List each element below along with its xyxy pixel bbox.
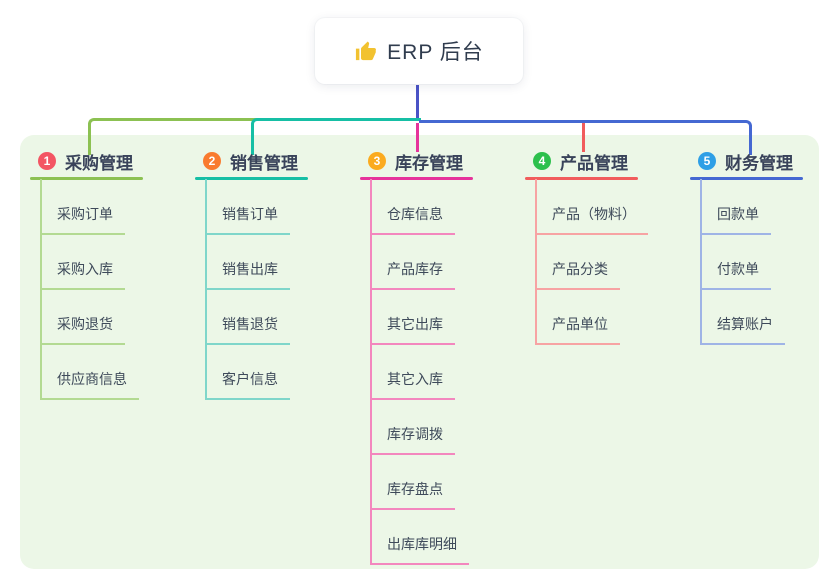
child-node: 采购订单	[40, 204, 125, 235]
branch-title: 产品管理	[560, 153, 628, 173]
child-node: 供应商信息	[40, 369, 139, 400]
child-node: 销售订单	[205, 204, 290, 235]
branch-heading: 4 产品管理	[533, 150, 628, 173]
branch-heading: 1 采购管理	[38, 150, 133, 173]
branch5-elbow-line	[419, 120, 752, 155]
branch-title: 库存管理	[395, 153, 463, 173]
branch3-drop-line	[416, 123, 419, 152]
branch-number-badge: 4	[533, 152, 551, 170]
branch-number-badge: 2	[203, 152, 221, 170]
branch-title: 销售管理	[230, 153, 298, 173]
child-node: 出库库明细	[370, 534, 469, 565]
child-node: 产品单位	[535, 314, 620, 345]
child-node: 产品库存	[370, 259, 455, 290]
root-title: ERP 后台	[387, 41, 484, 64]
branch4-drop-line	[582, 123, 585, 152]
child-node: 客户信息	[205, 369, 290, 400]
child-node: 销售退货	[205, 314, 290, 345]
branch2-elbow-line	[251, 118, 421, 155]
children-connector-line	[700, 179, 702, 344]
branches-panel	[20, 135, 819, 569]
child-node: 产品分类	[535, 259, 620, 290]
branch-underline	[30, 177, 143, 180]
branch-underline	[195, 177, 308, 180]
branch-underline	[360, 177, 473, 180]
child-node: 结算账户	[700, 314, 785, 345]
child-node: 库存盘点	[370, 479, 455, 510]
child-node: 其它入库	[370, 369, 455, 400]
root-stem-line	[416, 85, 419, 121]
child-node: 采购入库	[40, 259, 125, 290]
child-node: 付款单	[700, 259, 771, 290]
branch-heading: 3 库存管理	[368, 150, 463, 173]
root-node: ERP 后台	[315, 18, 523, 84]
branch-underline	[690, 177, 803, 180]
child-node: 产品（物料）	[535, 204, 648, 235]
branch-heading: 2 销售管理	[203, 150, 298, 173]
child-node: 销售出库	[205, 259, 290, 290]
branch-title: 采购管理	[65, 153, 133, 173]
branch-number-badge: 5	[698, 152, 716, 170]
children-connector-line	[535, 179, 537, 344]
branch-number-badge: 3	[368, 152, 386, 170]
child-node: 库存调拨	[370, 424, 455, 455]
branch-number-badge: 1	[38, 152, 56, 170]
child-node: 采购退货	[40, 314, 125, 345]
branch-underline	[525, 177, 638, 180]
child-node: 其它出库	[370, 314, 455, 345]
children-connector-line	[370, 179, 372, 564]
child-node: 仓库信息	[370, 204, 455, 235]
branch-heading: 5 财务管理	[698, 150, 793, 173]
branch-title: 财务管理	[725, 153, 793, 173]
child-node: 回款单	[700, 204, 771, 235]
thumbs-up-icon	[354, 40, 377, 63]
